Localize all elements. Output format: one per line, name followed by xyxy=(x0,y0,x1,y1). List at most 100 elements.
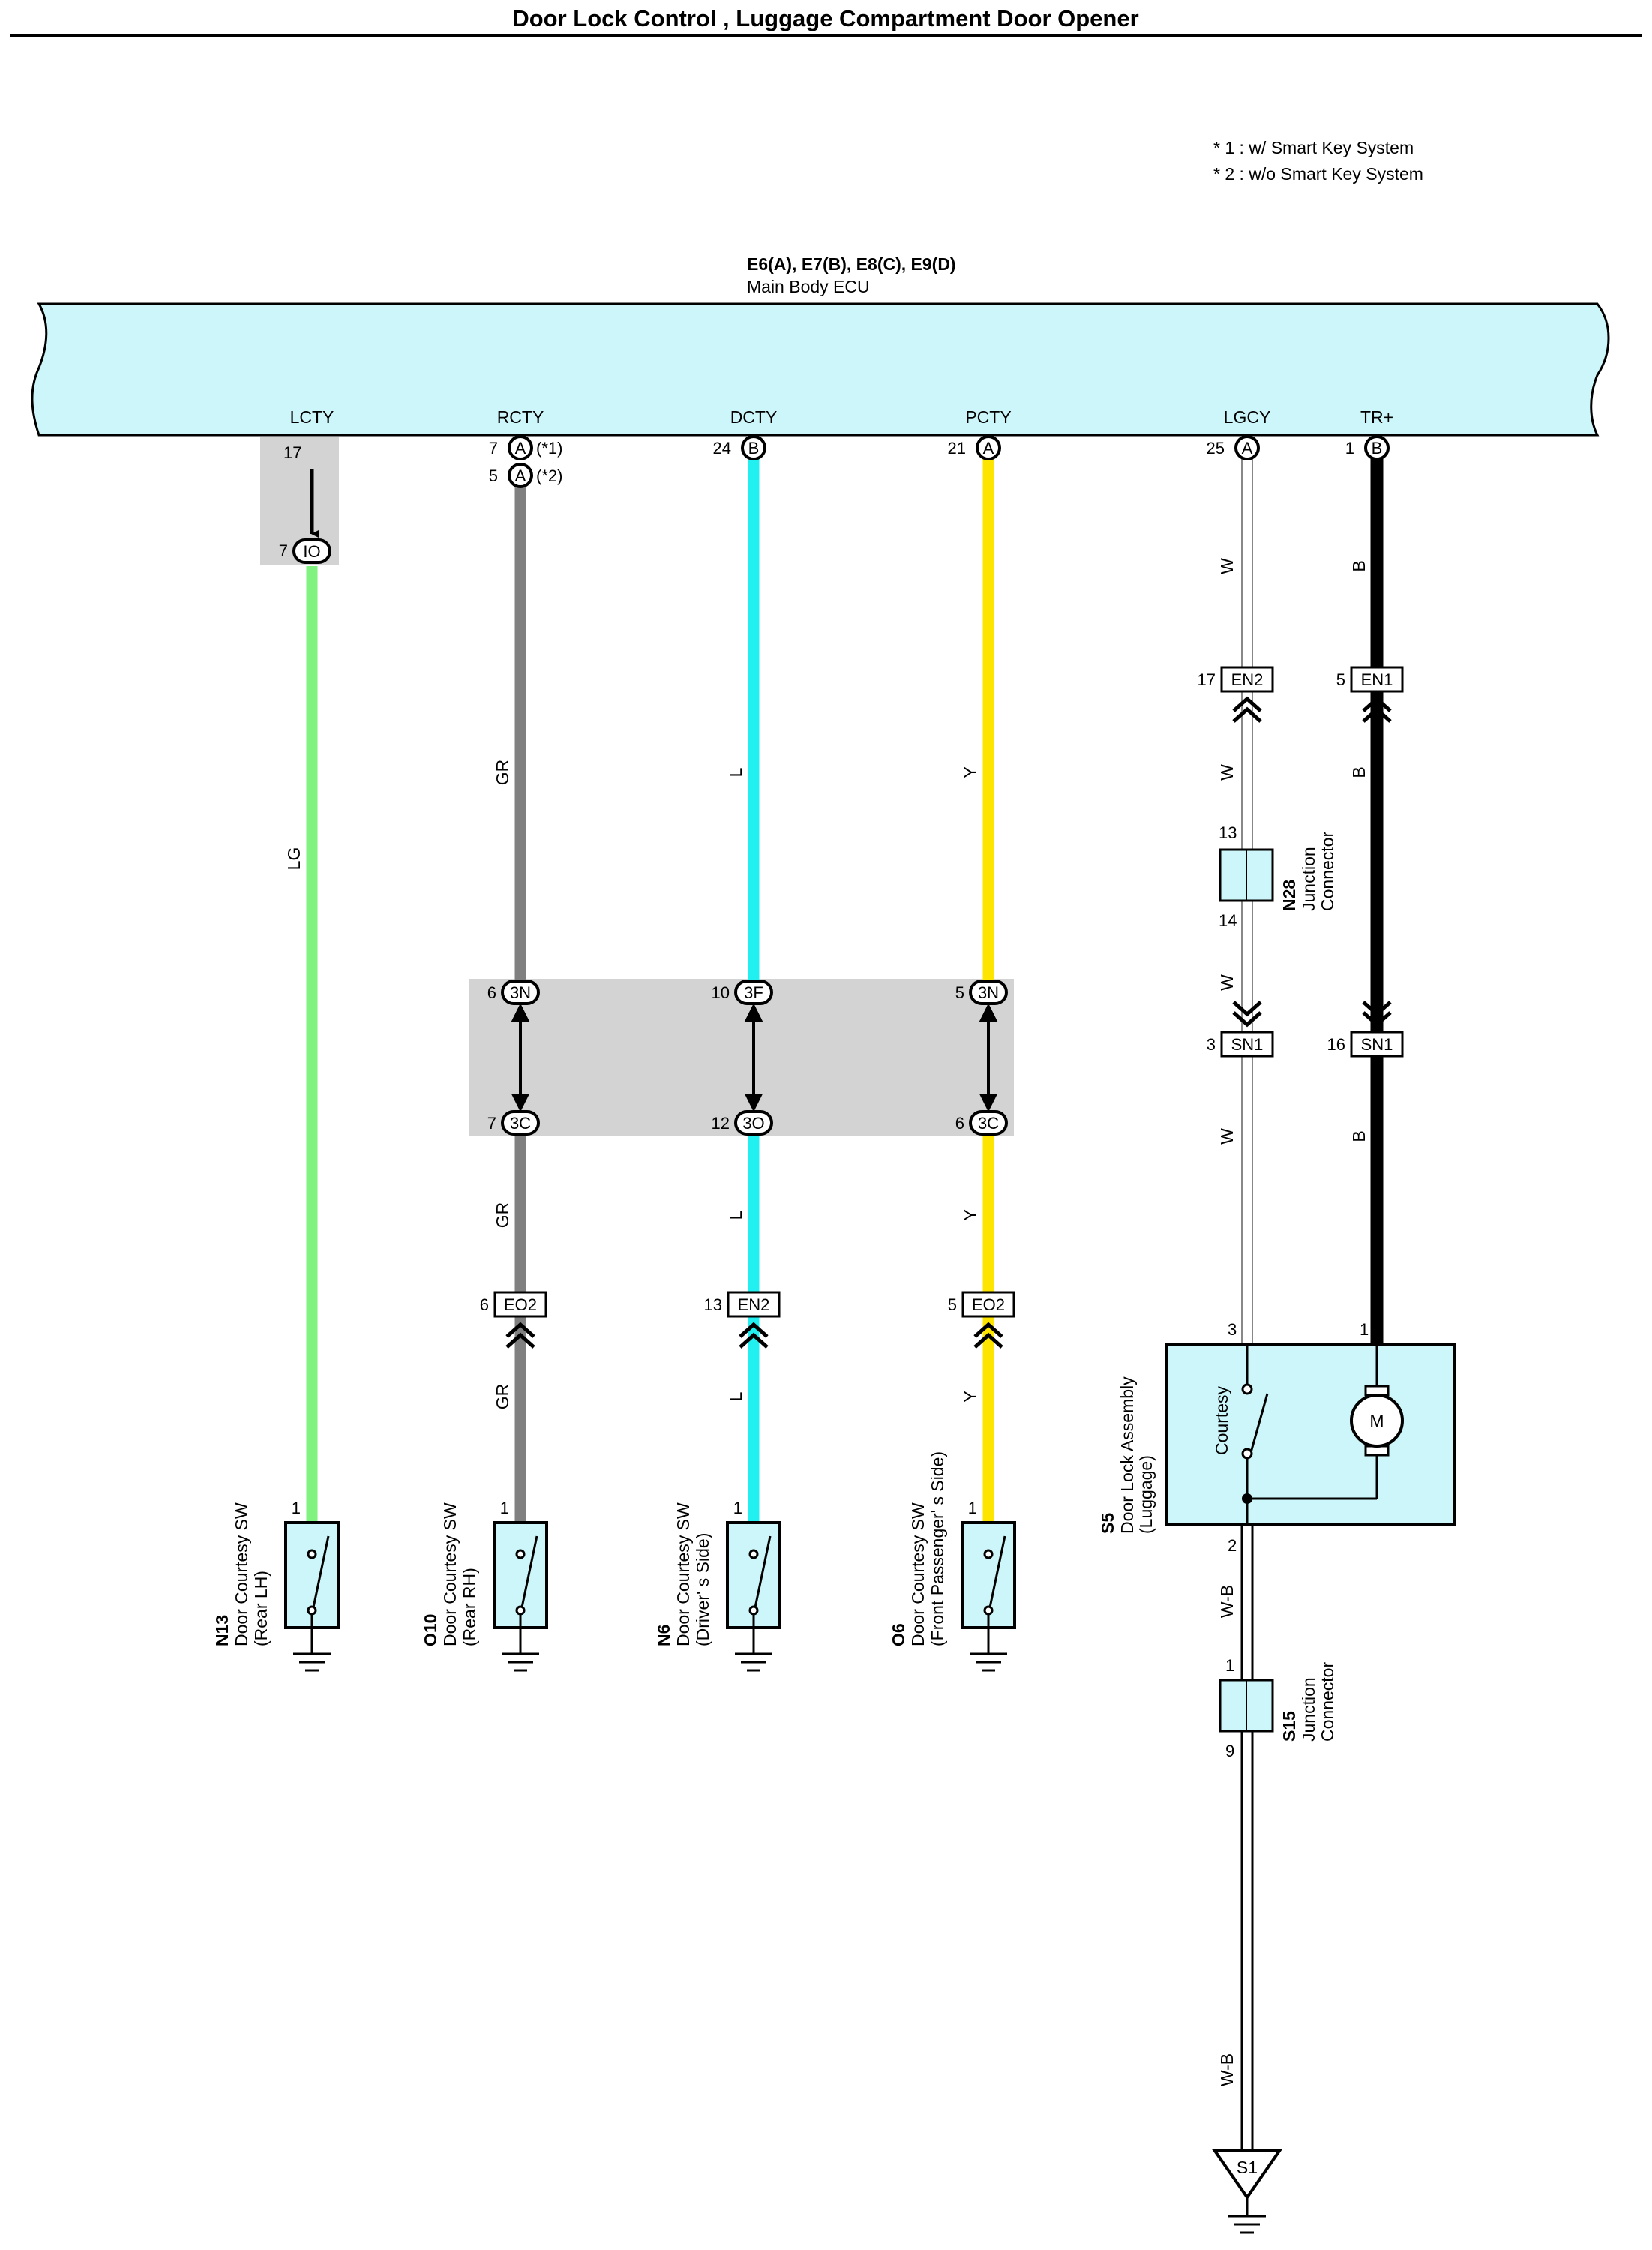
wire-label-w-4: W xyxy=(1217,1128,1237,1144)
lgcy-en2-pin: 17 xyxy=(1198,670,1216,689)
s5-line1: Door Lock Assembly xyxy=(1117,1376,1137,1534)
rcty-eo2-connector xyxy=(493,1291,547,1318)
dcty-jc-top-label: 3F xyxy=(744,983,763,1002)
switch-pin: 1 xyxy=(733,1498,742,1517)
lcty-pin: 17 xyxy=(283,443,301,462)
lgcy-sn1-connector xyxy=(1220,1030,1274,1058)
rcty-pin2: 5 xyxy=(489,466,498,485)
switch-lever xyxy=(988,1535,1006,1608)
lgcy-conn xyxy=(1234,435,1260,460)
wire-label-w-3: W xyxy=(1217,974,1237,991)
switch-contact xyxy=(983,1605,994,1616)
trp-sn1-label: SN1 xyxy=(1361,1035,1393,1054)
main-body-ecu xyxy=(31,302,1610,436)
lgcy-conn-label: A xyxy=(1242,439,1253,458)
switch-contact xyxy=(748,1549,759,1559)
switch-lever xyxy=(754,1535,772,1608)
rcty-eo2-label: EO2 xyxy=(504,1295,537,1314)
dcty-en2-pin: 13 xyxy=(704,1295,722,1314)
chevrons xyxy=(505,696,1392,1348)
note-smart-key: * 1 : w/ Smart Key System xyxy=(1213,138,1414,158)
switch-name: Door Courtesy SW xyxy=(673,1502,693,1646)
switch-pin: 1 xyxy=(968,1498,977,1517)
s15-pin-bot: 9 xyxy=(1225,1742,1234,1760)
wire-label-y-2: Y xyxy=(961,1209,980,1220)
dcty-conn xyxy=(741,435,766,460)
switch-code: O6 xyxy=(889,1623,908,1646)
wire-label-l-2: L xyxy=(726,1210,745,1220)
rcty-conn2 xyxy=(508,463,533,488)
ground-s1 xyxy=(1212,2150,1282,2234)
switch-pin: 1 xyxy=(500,1498,509,1517)
wire-label-w-2: W xyxy=(1217,764,1237,781)
wire-label-y-1: Y xyxy=(961,766,980,778)
pcty-pin: 21 xyxy=(948,439,966,458)
ecu-name: Main Body ECU xyxy=(747,277,870,296)
trp-en1-connector xyxy=(1350,666,1404,693)
rcty-eo2-pin: 6 xyxy=(480,1295,489,1314)
junction-shade-main xyxy=(469,979,1014,1136)
rcty-conn1-label: A xyxy=(515,439,526,458)
dcty-jc-bot-label: 3O xyxy=(742,1114,764,1132)
pcty-jc-top-pin: 5 xyxy=(955,983,964,1002)
lgcy-sn1-pin: 3 xyxy=(1207,1035,1216,1054)
s5-pin-b: 1 xyxy=(1360,1320,1369,1339)
n28-code: N28 xyxy=(1279,880,1299,911)
s15-line2: Connector xyxy=(1318,1662,1337,1742)
terminal-lcty: LCTY xyxy=(290,407,334,427)
terminal-lgcy: LGCY xyxy=(1224,407,1271,427)
s5-door-lock-assembly xyxy=(1165,1342,1456,1526)
lgcy-pin: 25 xyxy=(1207,439,1225,458)
pcty-conn-label: A xyxy=(983,439,994,458)
wire-label-wb-1: W-B xyxy=(1217,1585,1237,1618)
rcty-pin1: 7 xyxy=(489,439,498,458)
switch-location: (Rear RH) xyxy=(460,1568,479,1646)
wire-label-gr-1: GR xyxy=(493,760,512,786)
switch-name: Door Courtesy SW xyxy=(908,1502,928,1646)
switch-location: (Rear LH) xyxy=(251,1570,271,1646)
junction-arrows xyxy=(511,1003,998,1112)
n28-line2: Connector xyxy=(1318,832,1337,911)
switch-contact xyxy=(515,1605,526,1616)
terminal-rcty: RCTY xyxy=(497,407,544,427)
wire-label-b-3: B xyxy=(1349,1130,1369,1142)
ecu-id: E6(A), E7(B), E8(C), E9(D) xyxy=(747,254,956,274)
pcty-jc-bot-pin: 6 xyxy=(955,1114,964,1132)
dcty-conn-label: B xyxy=(748,439,760,458)
pcty-eo2-connector xyxy=(961,1291,1015,1318)
wire-label-wb-2: W-B xyxy=(1217,2054,1237,2086)
s15-pin-top: 1 xyxy=(1225,1656,1234,1675)
switch-code: O10 xyxy=(421,1614,440,1646)
motor-icon xyxy=(1350,1394,1404,1448)
switch-contact xyxy=(307,1549,317,1559)
s5-pin-w: 3 xyxy=(1228,1320,1237,1339)
terminal-trp: TR+ xyxy=(1360,407,1393,427)
wire-label-w-1: W xyxy=(1217,558,1237,574)
trp-pin: 1 xyxy=(1345,439,1354,458)
trp-en1-pin: 5 xyxy=(1336,670,1345,689)
io-connector xyxy=(292,538,331,564)
rcty-note2: (*2) xyxy=(536,466,562,485)
n28-pin-top: 13 xyxy=(1219,824,1237,842)
trp-en1-label: EN1 xyxy=(1361,670,1393,689)
lgcy-sn1-label: SN1 xyxy=(1231,1035,1264,1054)
rcty-conn2-label: A xyxy=(515,466,526,485)
rcty-jc-bot-pin: 7 xyxy=(487,1114,496,1132)
rcty-conn1 xyxy=(508,435,533,460)
switch-location: (Front Passenger' s Side) xyxy=(928,1451,947,1646)
s5-switch-label: Courtesy xyxy=(1212,1385,1231,1455)
s5-junction-dot xyxy=(1242,1493,1252,1504)
switch-lever xyxy=(520,1535,538,1608)
wire-label-lg: LG xyxy=(284,848,304,871)
switch-pin: 1 xyxy=(292,1498,301,1517)
wire-label-l-1: L xyxy=(726,767,745,777)
ground-s1-label: S1 xyxy=(1237,2158,1258,2177)
terminal-dcty: DCTY xyxy=(730,407,778,427)
wire-w-b xyxy=(1240,1500,1254,2152)
s15-line1: Junction xyxy=(1299,1677,1318,1742)
switch-contact xyxy=(515,1549,526,1559)
